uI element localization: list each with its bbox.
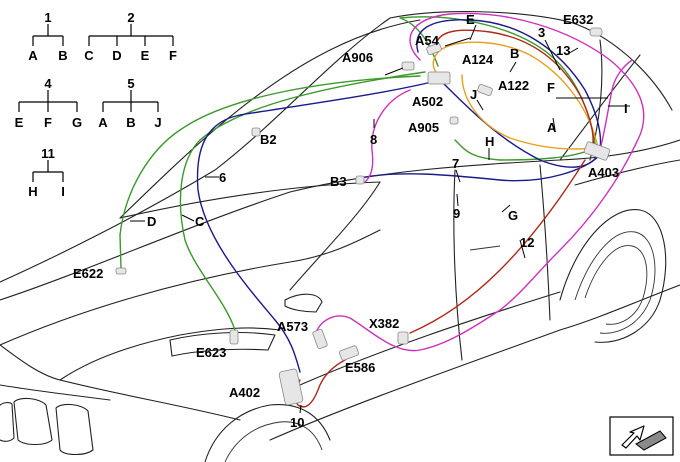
legend-group-11-child-i: I (61, 184, 65, 199)
wire-labels: E 3 13 B J F I A 8 H 7 9 6 D C G 12 10 (147, 12, 628, 430)
green-harness-h (454, 139, 591, 161)
legend-group-2-child-f: F (169, 48, 177, 63)
legend-group-1: 1 A B (28, 10, 67, 63)
blue-harness-b3 (359, 154, 601, 182)
legend-group-11: 11 H I (28, 146, 65, 199)
view-arrow-icon[interactable] (609, 416, 674, 456)
b2-part (251, 127, 261, 137)
b3-part (355, 175, 365, 185)
label-a403: A403 (588, 165, 619, 180)
wire-label-b: B (510, 46, 519, 61)
legend-group-2-child-c: C (84, 48, 94, 63)
a403-part (583, 141, 611, 161)
legend-group-4-child-e: E (15, 115, 24, 130)
label-b2: B2 (260, 132, 277, 147)
label-a122: A122 (498, 78, 529, 93)
x382-part (397, 331, 409, 345)
legend-group-5-child-b: B (126, 115, 135, 130)
e623-part (229, 329, 239, 345)
legend-group-2-child-e: E (141, 48, 150, 63)
magenta-harness-i (599, 59, 633, 151)
red-harness-top (435, 29, 594, 151)
label-e622: E622 (73, 266, 103, 281)
wire-label-j: J (470, 87, 477, 102)
wire-label-7: 7 (452, 156, 459, 171)
legend-group-1-child-b: B (58, 48, 67, 63)
wire-label-f: F (547, 80, 555, 95)
wire-label-i: I (624, 101, 628, 116)
a402-part (278, 368, 304, 406)
legend-group-2: 2 C D E F (84, 10, 177, 63)
label-e632: E632 (563, 12, 593, 27)
wire-label-e: E (466, 12, 475, 27)
legend-group-2-child-d: D (112, 48, 121, 63)
blue-harness-roof-top (416, 19, 602, 151)
component-symbols (115, 27, 611, 406)
leader-lines (130, 24, 630, 414)
label-a54: A54 (415, 33, 440, 48)
wire-label-9: 9 (453, 206, 460, 221)
wire-label-13: 13 (556, 43, 570, 58)
orange-harness-outer (439, 41, 599, 149)
legend-group-5-id: 5 (127, 76, 134, 91)
component-labels: E632 A54 A124 A906 A122 A502 A905 A403 B… (73, 12, 619, 400)
label-a502: A502 (412, 94, 443, 109)
a905-part (449, 116, 459, 125)
magenta-harness-roof (314, 12, 645, 352)
e586-part (338, 345, 360, 361)
legend-group-5: 5 A B J (98, 76, 161, 130)
label-e623: E623 (196, 345, 226, 360)
car-outline (0, 11, 680, 462)
legend-group-4: 4 E F G (15, 76, 82, 130)
wire-label-c: C (195, 214, 205, 229)
label-a402: A402 (229, 385, 260, 400)
legend-group-4-child-f: F (44, 115, 52, 130)
e632-part (589, 27, 603, 37)
a54-part (426, 43, 442, 55)
label-x382: X382 (369, 316, 399, 331)
legend-group-4-child-g: G (72, 115, 82, 130)
wire-label-3: 3 (538, 25, 545, 40)
orange-harness-inner (461, 74, 596, 150)
label-a573: A573 (277, 319, 308, 334)
green-harness-roof-secondary (179, 71, 426, 331)
label-b3: B3 (330, 174, 347, 189)
legend-group-11-id: 11 (41, 146, 55, 161)
e622-part (115, 267, 127, 275)
a573-part (312, 328, 328, 350)
wire-label-12: 12 (520, 235, 534, 250)
legend-group-4-id: 4 (44, 76, 52, 91)
legend: 1 A B 2 C D E F 4 E F G 5 A B J 11 (15, 10, 177, 199)
wire-label-6: 6 (219, 170, 226, 185)
legend-group-5-child-a: A (98, 115, 108, 130)
red-harness-12 (409, 159, 586, 334)
a122-part (477, 84, 493, 96)
legend-group-1-id: 1 (44, 10, 51, 25)
legend-group-1-child-a: A (28, 48, 38, 63)
legend-group-11-child-h: H (28, 184, 37, 199)
label-e586: E586 (345, 360, 375, 375)
label-a905: A905 (408, 120, 439, 135)
wire-label-d: D (147, 214, 156, 229)
blue-harness-main (196, 79, 441, 373)
legend-group-2-id: 2 (127, 10, 134, 25)
green-harness-roof-main (119, 75, 421, 269)
wire-label-10: 10 (290, 415, 304, 430)
wire-label-g: G (508, 208, 518, 223)
legend-group-5-child-j: J (154, 115, 161, 130)
label-a906: A906 (342, 50, 373, 65)
wire-label-h: H (485, 134, 494, 149)
label-a124: A124 (462, 52, 494, 67)
wire-label-8: 8 (370, 132, 377, 147)
magenta-harness-8 (364, 89, 411, 183)
a502-part (427, 71, 451, 85)
wire-label-a: A (547, 120, 557, 135)
a906-part (401, 61, 415, 71)
